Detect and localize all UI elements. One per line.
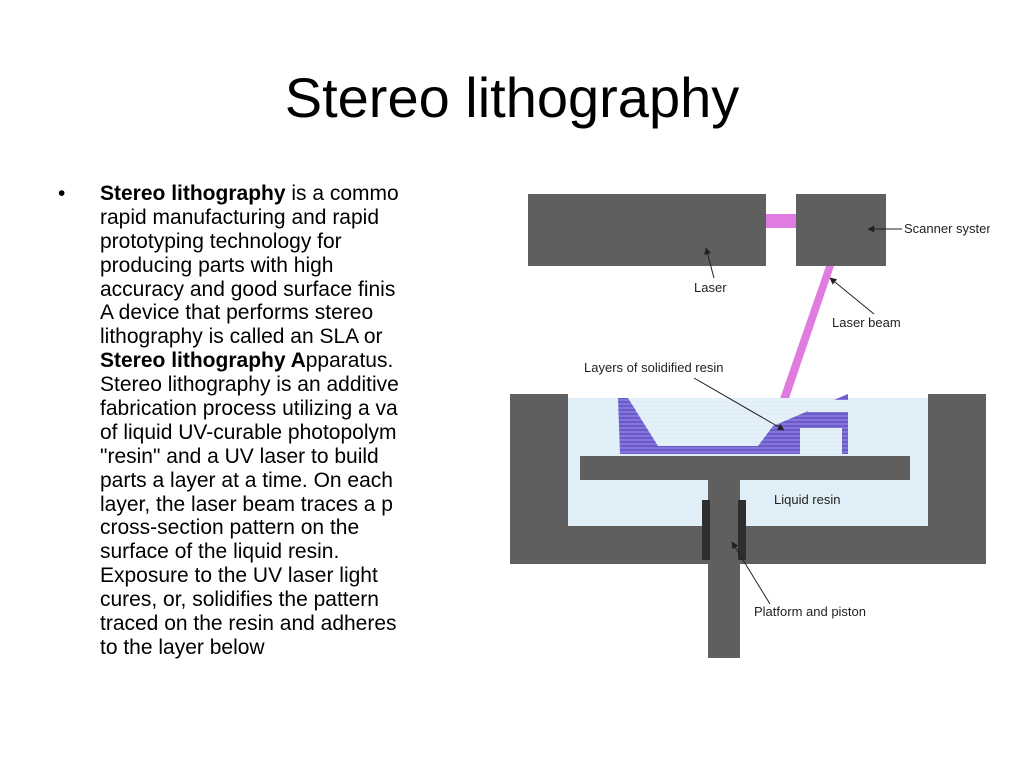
resin-part-notch <box>800 428 842 454</box>
body-line-text: Exposure to the UV laser light <box>100 564 378 588</box>
resin-layer-lines <box>616 399 850 453</box>
body-line-text: A device that performs stereo <box>100 301 374 325</box>
arrow-platform <box>731 541 771 605</box>
resin-part-left <box>618 398 658 454</box>
body-line-text: cross-section pattern on the <box>100 516 360 540</box>
body-line: producing parts with high <box>100 254 456 278</box>
piston-seal-right <box>738 500 746 560</box>
resin-part-top <box>808 400 848 412</box>
body-line: cross-section pattern on the <box>100 516 456 540</box>
body-line-text: of liquid UV-curable photopolym <box>100 420 397 444</box>
label-scanner-system: Scanner system <box>904 221 990 236</box>
body-line: cures, or, solidifies the pattern <box>100 588 456 612</box>
body-line: Stereo lithography is a commo <box>100 182 456 206</box>
body-line-text: Stereo lithography is an additive <box>100 373 399 397</box>
body-line-text: rapid manufacturing and rapid <box>100 205 380 229</box>
body-line: A device that performs stereo <box>100 301 456 325</box>
body-line: "resin" and a UV laser to build <box>100 445 456 469</box>
body-line-text: to the layer below <box>100 635 265 659</box>
body-line: traced on the resin and adheres <box>100 612 456 636</box>
laser-box <box>528 194 766 266</box>
body-line-text: parts a layer at a time. On each <box>100 468 393 492</box>
body-line: prototyping technology for <box>100 230 456 254</box>
body-line-bold: Stereo lithography A <box>100 349 306 373</box>
body-line-text: is a commo <box>285 182 399 205</box>
body-line-text: lithography is called an SLA or <box>100 325 383 349</box>
body-line-text: layer, the laser beam traces a p <box>100 492 393 516</box>
body-line-text: fabrication process utilizing a va <box>100 397 398 421</box>
vat-floor-right <box>740 526 986 564</box>
body-line: layer, the laser beam traces a p <box>100 493 456 517</box>
body-line-text: accuracy and good surface finis <box>100 277 396 301</box>
bullet-icon: • <box>58 182 66 205</box>
body-line-bold: Stereo lithography <box>100 182 286 205</box>
stereolithography-diagram: Scanner system Laser Laser beam Layers o… <box>510 194 990 658</box>
body-line-text: pparatus. <box>305 349 394 373</box>
label-liquid-resin: Liquid resin <box>774 492 841 507</box>
scanner-box <box>796 194 886 266</box>
laser-beam-horizontal <box>766 214 796 228</box>
label-laser: Laser <box>694 280 727 295</box>
body-line-text: cures, or, solidifies the pattern <box>100 588 379 612</box>
piston <box>708 480 740 658</box>
body-line-text: producing parts with high <box>100 253 334 277</box>
body-line: parts a layer at a time. On each <box>100 469 456 493</box>
arrow-laser <box>704 247 715 279</box>
body-line: Stereo lithography Apparatus. <box>100 349 456 373</box>
label-platform-piston: Platform and piston <box>754 604 866 619</box>
body-line: accuracy and good surface finis <box>100 278 456 302</box>
arrow-laser-beam <box>829 277 875 315</box>
body-line: rapid manufacturing and rapid <box>100 206 456 230</box>
body-line-text: traced on the resin and adheres <box>100 612 397 636</box>
body-line: surface of the liquid resin. <box>100 540 456 564</box>
laser-beam-diagonal <box>774 266 834 416</box>
body-line-text: "resin" and a UV laser to build <box>100 444 379 468</box>
body-line: to the layer below <box>100 636 456 660</box>
body-line: Exposure to the UV laser light <box>100 564 456 588</box>
body-line: of liquid UV-curable photopolym <box>100 421 456 445</box>
body-line: Stereo lithography is an additive <box>100 373 456 397</box>
piston-seal-left <box>702 500 710 560</box>
body-line: lithography is called an SLA or <box>100 325 456 349</box>
label-layers: Layers of solidified resin <box>584 360 723 375</box>
vat-floor-left <box>510 526 708 564</box>
arrow-layers <box>693 377 785 431</box>
slide-title: Stereo lithography <box>284 66 740 129</box>
body-line: fabrication process utilizing a va <box>100 397 456 421</box>
label-laser-beam: Laser beam <box>832 315 901 330</box>
body-line-text: prototyping technology for <box>100 229 342 253</box>
solidified-resin-part <box>616 394 850 454</box>
body-line-text: surface of the liquid resin. <box>100 540 340 564</box>
platform <box>580 456 910 480</box>
